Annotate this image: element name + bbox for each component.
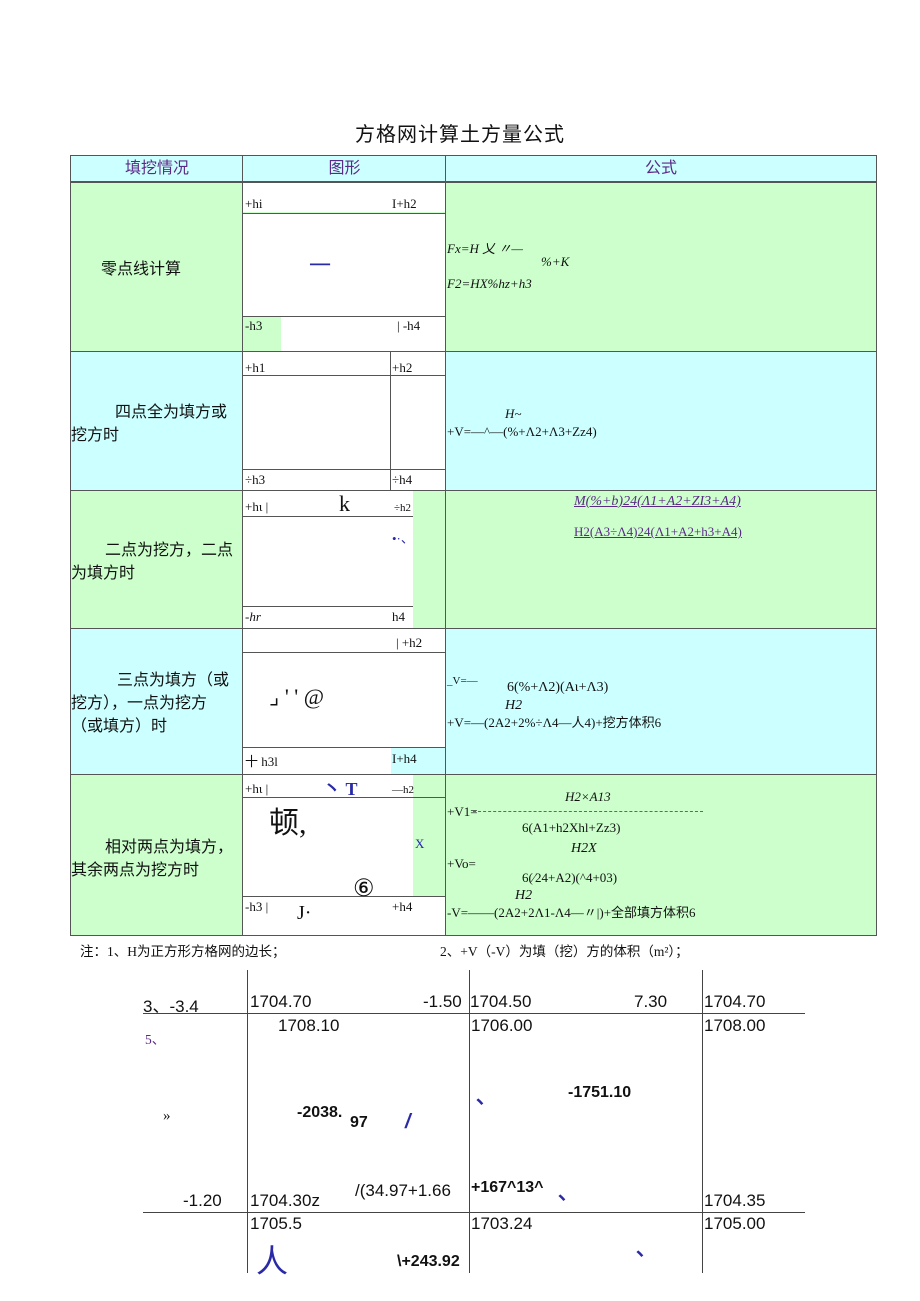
row-5-h1: +hι | (245, 781, 269, 796)
grid-r1-c1: 1704.70 (250, 992, 312, 1011)
row-1-h4: | -h4 (397, 318, 421, 333)
grid-r4-c1: 1705.5 (250, 1214, 302, 1233)
grid-r2-c2: 1706.00 (471, 1016, 533, 1035)
tick-mark-2: 、 (558, 1182, 578, 1204)
row-1-bg (71, 182, 876, 351)
row-5-label-2: 其余两点为挖方时 (71, 862, 200, 879)
row-4-mid: ⌟ ' ' @ (269, 684, 324, 709)
row-2-formula: +V=—^—(%+Λ2+Λ3+Zz4) (447, 424, 597, 439)
tick-mark-3: 、 (636, 1238, 656, 1260)
center-value-1a: -2038. (297, 1104, 343, 1121)
center-value-1b: 97 (350, 1114, 368, 1131)
row-3-mid: •·、 (392, 531, 414, 546)
row-3-mark: k (339, 491, 350, 516)
grid-r3-c5: 1704.35 (704, 1191, 766, 1210)
row-2-h1: +h1 (245, 360, 266, 375)
bottom-value: \+243.92 (397, 1253, 460, 1270)
row-5-formula-5: +Vo= (447, 856, 476, 871)
row-5-h4: +h4 (392, 899, 413, 914)
row-5-bg (71, 775, 876, 935)
formula-table: 填挖情况 图形 公式 零点线计算 +hi I+h2 一 -h3 | -h4 Fx… (70, 155, 877, 936)
row-1-label: 零点线计算 (101, 261, 182, 278)
row-3-h1: +hι | (245, 499, 269, 514)
grid-r2-c1: 1708.10 (278, 1016, 340, 1035)
row-5-formula-7: -V=——(2A2+2Λ1-Λ4—〃|)+全部填方体积6 (447, 905, 696, 920)
marker-5: 5、 (145, 1032, 166, 1047)
row-1-formula-2: %+K (541, 254, 570, 269)
guillemet-mark: » (163, 1108, 171, 1124)
row-5-formula-3: 6(A1+h2Xhl+Zz3) (522, 820, 621, 835)
grid-r3-c1: 1704.30z (250, 1191, 320, 1210)
row-4-h2: | +h2 (396, 635, 423, 650)
row-4-label-1: 三点为填方（或 (117, 672, 230, 689)
person-mark: 人 (256, 1243, 289, 1279)
grid-r1-c0: 3、-3.4 (143, 997, 199, 1016)
row-1-formula-1: Fx=H 乂 〃— (447, 241, 523, 256)
row-2-h3: ÷h3 (245, 472, 266, 487)
grid-r1-c4: 7.30 (634, 992, 668, 1011)
row-4-h3: 十 h3l (245, 754, 278, 769)
row-1-zero-line: 一 (309, 253, 332, 278)
header-figure: 图形 (243, 156, 446, 182)
grid-r1-c2: -1.50 (423, 992, 462, 1011)
row-3-label-1: 二点为挖方，二点 (105, 542, 234, 559)
row-5-circle: ⑥ (353, 876, 375, 902)
row-1-h1: +hi (245, 196, 263, 211)
row-4-h4: I+h4 (392, 751, 417, 766)
page-title: 方格网计算土方量公式 (355, 124, 565, 146)
row-3-h3: -hr (245, 609, 261, 624)
row-3-h4: h4 (392, 609, 405, 624)
row-3-formula-1: M(%+b)24(Λ1+A2+ZI3+A4) (574, 494, 741, 509)
center-value-2: -1751.10 (568, 1084, 632, 1101)
grid-r2-c3: 1708.00 (704, 1016, 766, 1035)
header-formula: 公式 (446, 156, 876, 182)
row-4-formula-1: _V=— (447, 675, 478, 687)
row-2-label-1: 四点全为填方或 (115, 404, 228, 421)
grid-r4-c3: 1705.00 (704, 1214, 766, 1233)
row-3-bg (71, 491, 876, 628)
row-4-formula-2: 6(%+Λ2)(Aι+Λ3) (507, 680, 609, 695)
row-4-label-2: 挖方），一点为挖方 (71, 695, 208, 712)
row-5-h2: —h2 (392, 784, 414, 796)
grid-r3-c0: -1.20 (183, 1191, 222, 1210)
row-5-x: X (415, 836, 425, 851)
row-2-label-2: 挖方时 (71, 427, 120, 444)
row-1-h3: -h3 (245, 318, 263, 333)
row-5-mark: 丶 T (323, 779, 358, 799)
grid-r1-c3: 1704.50 (470, 992, 532, 1011)
row-3-label-2: 为填方时 (71, 565, 136, 582)
grid-r3-c3: +167^13^ (471, 1179, 544, 1196)
row-2-bg (71, 352, 876, 490)
row-1-formula-3: F2=HX%hz+h3 (447, 276, 532, 291)
slash-mark-1: / (405, 1111, 411, 1133)
row-5-formula-4: H2X (571, 841, 597, 856)
row-2-h4: ÷h4 (392, 472, 413, 487)
row-3-h2: ÷h2 (394, 502, 412, 514)
row-3-formula-2: H2(A3÷Λ4)24(Λ1+A2+h3+A4) (574, 524, 742, 539)
row-2-formula-h: H~ (505, 406, 522, 421)
row-4-formula-3: +V=—(2A2+2%÷Λ4—人4)+挖方体积6 (447, 715, 662, 730)
row-5-label-1: 相对两点为填方， (105, 839, 234, 856)
tick-mark-1: 、 (476, 1086, 496, 1108)
row-5-formula-2: +V1= (447, 804, 478, 819)
note-left: 注：1、H为正方形方格网的边长； (80, 944, 286, 959)
row-4-formula-h: H2 (505, 698, 523, 713)
grid-r3-c2: /(34.97+1.66 (355, 1181, 451, 1200)
note-right: 2、+V（-V）为填（挖）方的体积（m²）； (440, 944, 689, 959)
row-2-h2: +h2 (392, 360, 413, 375)
header-fill-cut: 填挖情况 (71, 156, 243, 182)
row-5-formula-6: 6(∕24+A2)(^4+03) (522, 870, 618, 885)
row-4-label-3: （或填方）时 (71, 718, 168, 735)
row-5-formula-1: H2×A13 (565, 789, 611, 804)
row-5-big-char: 顿, (269, 807, 307, 840)
row-5-formula-h: H2 (515, 888, 533, 903)
row-4-bg (71, 629, 876, 774)
row-5-bottom-mark: J· (297, 902, 312, 924)
grid-r1-c5: 1704.70 (704, 992, 766, 1011)
grid-r4-c2: 1703.24 (471, 1214, 533, 1233)
row-1-h2: I+h2 (392, 196, 417, 211)
row-5-h3: -h3 | (245, 899, 269, 914)
